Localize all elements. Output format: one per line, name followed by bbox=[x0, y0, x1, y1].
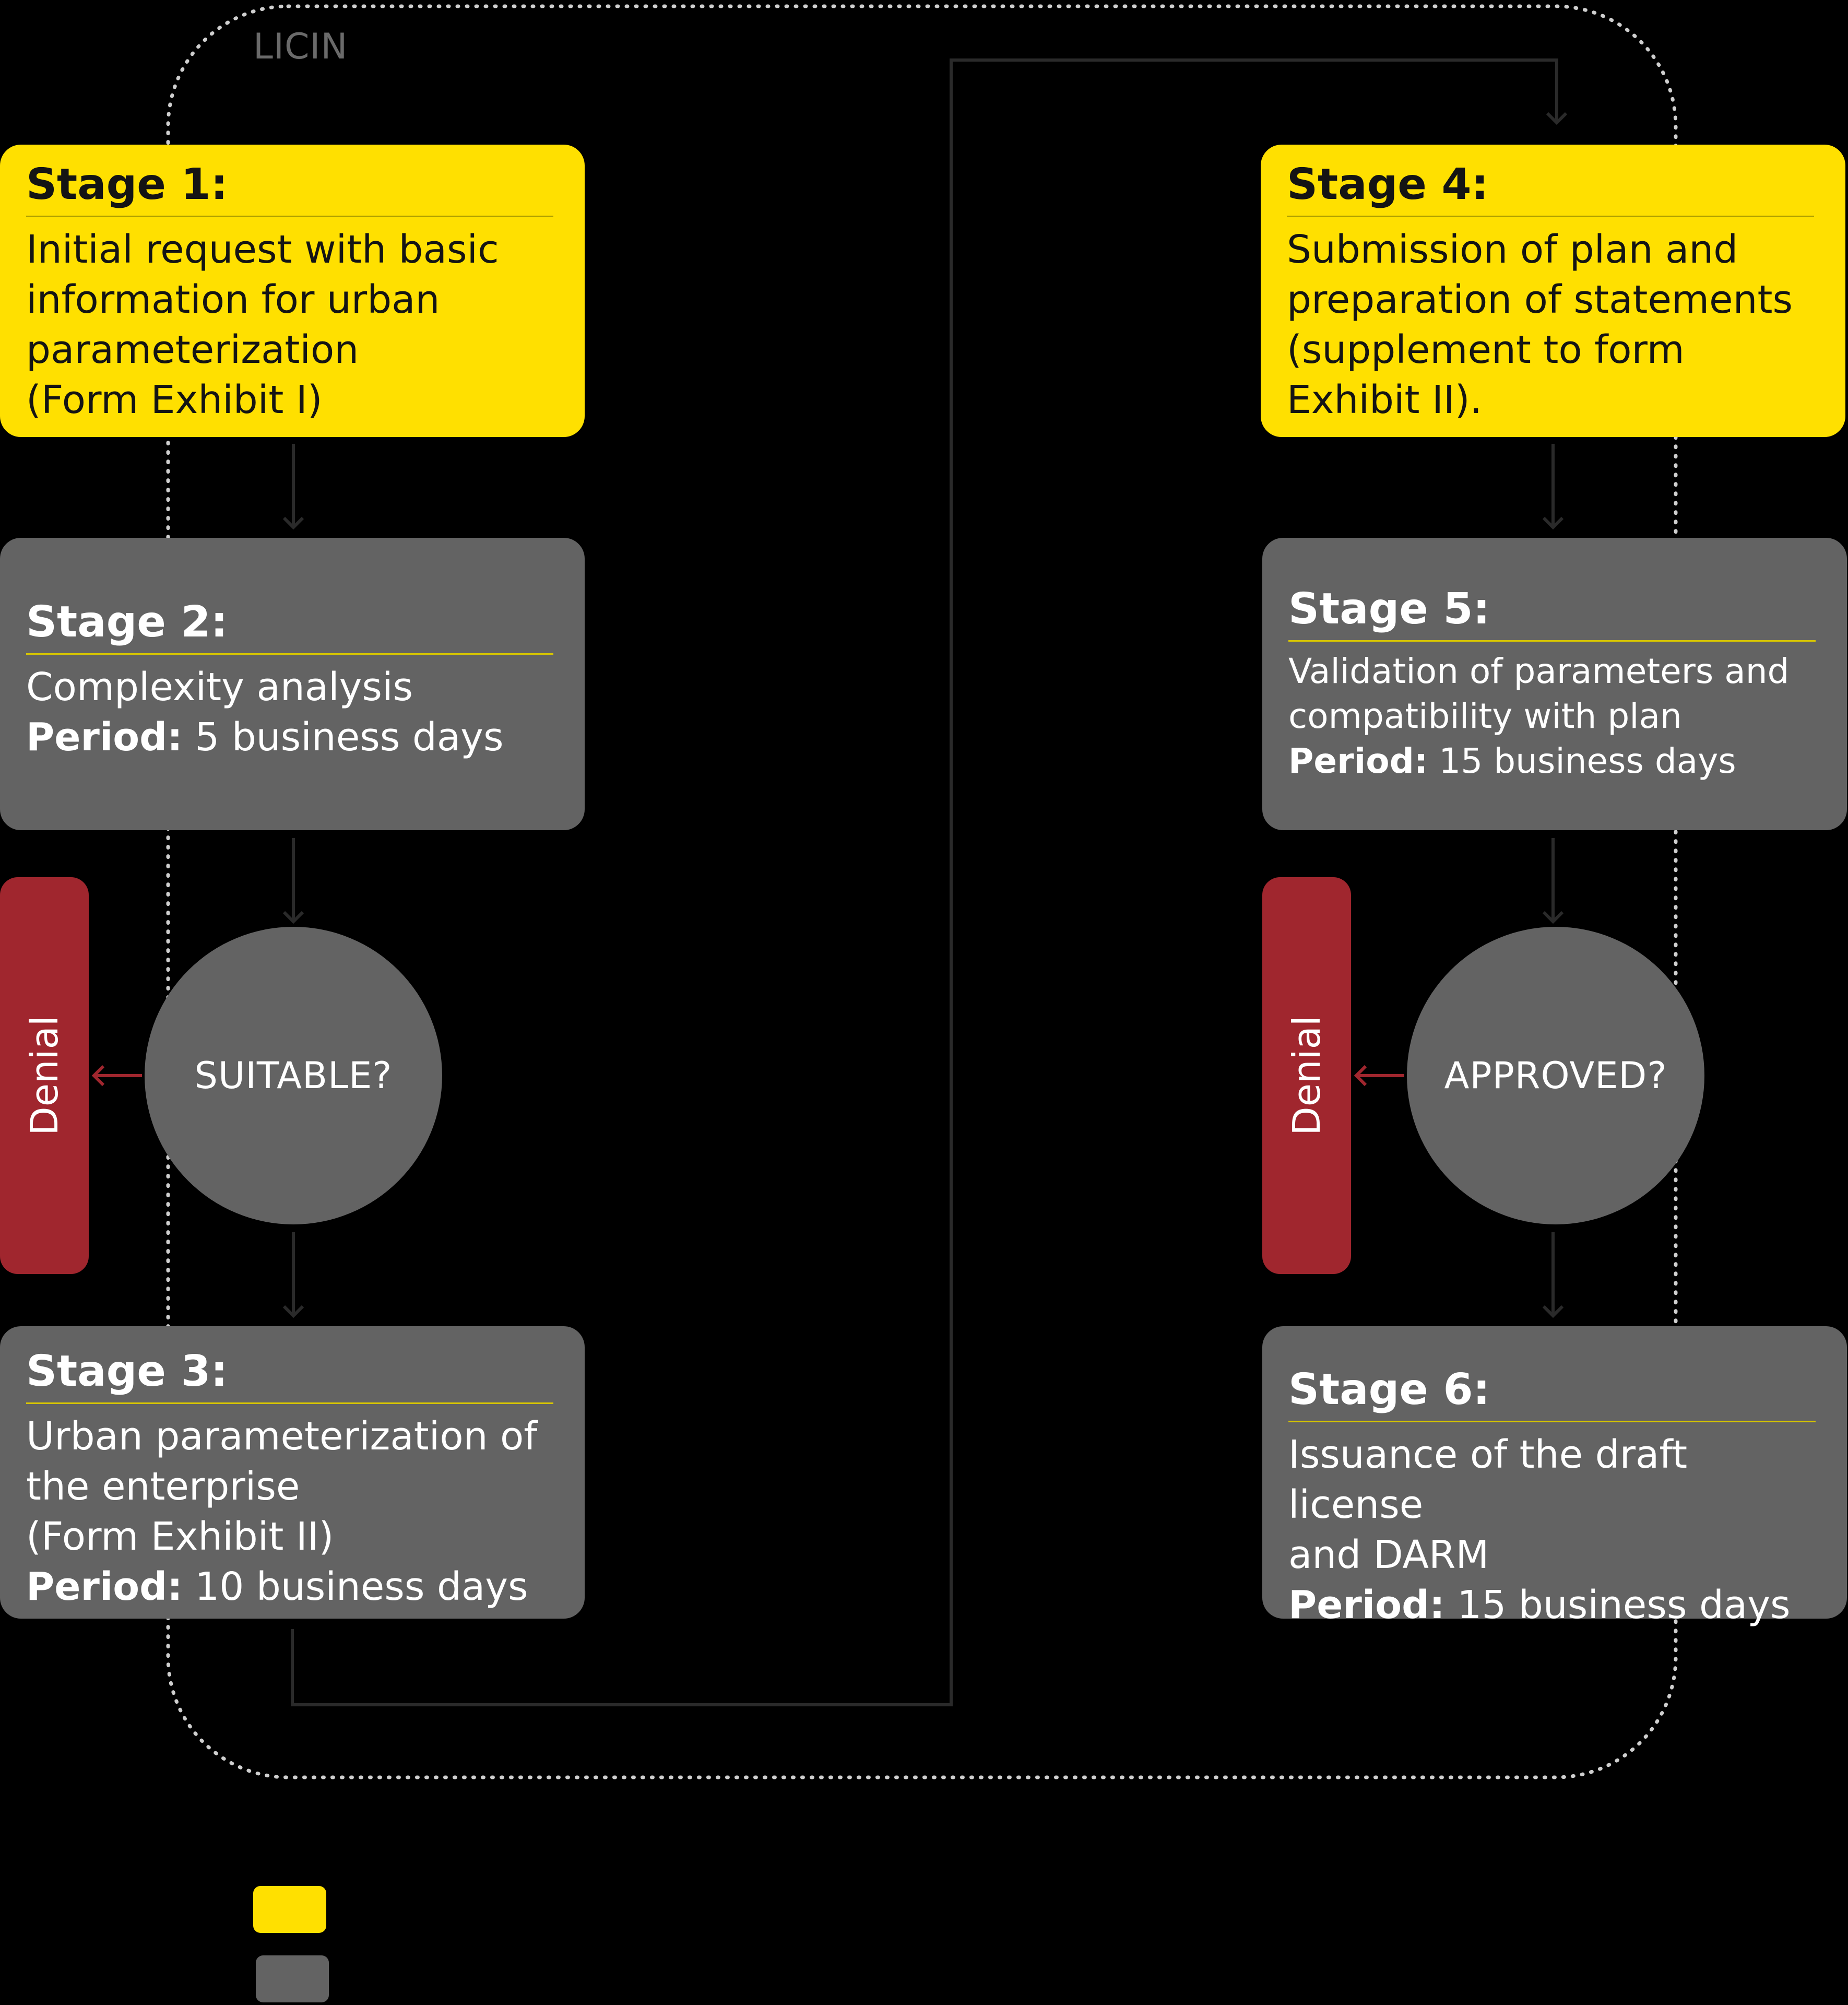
denial-bar-right: Denial bbox=[1262, 877, 1351, 1274]
denial-left-label: Denial bbox=[22, 1016, 66, 1136]
stage-5-description: Validation of parameters and compatibili… bbox=[1288, 651, 1790, 737]
denial-bar-left: Denial bbox=[0, 877, 89, 1274]
stage-2-period: Period: 5 business days bbox=[26, 712, 553, 762]
stage-6-box: Stage 6: Issuance of the draft license a… bbox=[1262, 1326, 1847, 1627]
stage-3-period-value: 10 business days bbox=[182, 1564, 528, 1610]
stage-2-period-label: Period: bbox=[26, 715, 183, 760]
stage-3-period: Period: 10 business days bbox=[26, 1562, 553, 1612]
licin-boundary bbox=[166, 4, 1678, 1779]
stage-1-description: Initial request with basic information f… bbox=[26, 227, 499, 423]
stage-3-box: Stage 3: Urban parameterization of the e… bbox=[0, 1326, 585, 1619]
denial-right-label: Denial bbox=[1285, 1016, 1329, 1136]
stage-6-title: Stage 6: bbox=[1288, 1365, 1816, 1423]
container-label: LICIN bbox=[253, 26, 348, 67]
stage-1-title: Stage 1: bbox=[26, 160, 553, 218]
stage-3-period-label: Period: bbox=[26, 1564, 183, 1610]
stage-6-period-value: 15 business days bbox=[1444, 1583, 1791, 1628]
stage-6-period-label: Period: bbox=[1288, 1583, 1445, 1628]
stage-3-title: Stage 3: bbox=[26, 1347, 553, 1405]
stage-5-period-value: 15 business days bbox=[1428, 741, 1736, 782]
stage-4-title: Stage 4: bbox=[1287, 160, 1814, 218]
stage-5-period: Period: 15 business days bbox=[1288, 739, 1816, 784]
stage-3-description: Urban parameterization of the enterprise… bbox=[26, 1414, 538, 1560]
connector-stage3-to-stage4 bbox=[291, 58, 1557, 1706]
stage-1-box: Stage 1: Initial request with basic info… bbox=[0, 145, 585, 437]
stage-6-period: Period: 15 business days bbox=[1288, 1580, 1816, 1630]
decision-approved: APPROVED? bbox=[1407, 927, 1704, 1224]
stage-6-description: Issuance of the draft license and DARM bbox=[1288, 1432, 1688, 1578]
stage-2-title: Stage 2: bbox=[26, 597, 553, 655]
stage-2-description: Complexity analysis bbox=[26, 665, 413, 710]
stage-2-box: Stage 2: Complexity analysis Period: 5 b… bbox=[0, 538, 585, 830]
legend-swatch-gray bbox=[256, 1955, 329, 2002]
stage-5-box: Stage 5: Validation of parameters and co… bbox=[1262, 538, 1847, 830]
stage-2-period-value: 5 business days bbox=[182, 715, 504, 760]
stage-4-description: Submission of plan and preparation of st… bbox=[1287, 227, 1793, 423]
stage-4-box: Stage 4: Submission of plan and preparat… bbox=[1261, 145, 1845, 437]
stage-5-title: Stage 5: bbox=[1288, 584, 1816, 642]
decision-approved-label: APPROVED? bbox=[1444, 1054, 1667, 1097]
decision-suitable: SUITABLE? bbox=[145, 927, 442, 1224]
stage-5-period-label: Period: bbox=[1288, 741, 1428, 782]
decision-suitable-label: SUITABLE? bbox=[194, 1054, 393, 1097]
legend-swatch-yellow bbox=[253, 1886, 326, 1933]
